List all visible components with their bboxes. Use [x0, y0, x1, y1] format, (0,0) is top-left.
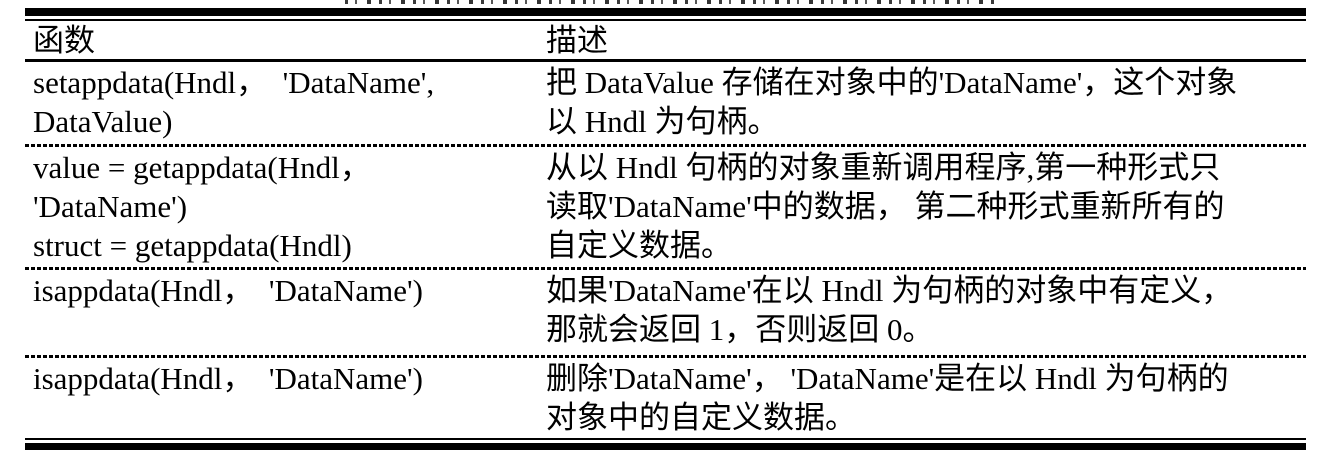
table-top-rule-thick [25, 8, 1306, 16]
table-row: isappdata(Hndl， 'DataName') 如果'DataName'… [25, 270, 1306, 355]
cell-function-rmappdata: isappdata(Hndl， 'DataName') [33, 361, 423, 396]
cell-function-isappdata: isappdata(Hndl， 'DataName') [33, 273, 423, 308]
table-top-rule-thin [25, 19, 1306, 21]
cell-description-getappdata: 从以 Hndl 句柄的对象重新调用程序,第一种形式只 读取'DataName'中… [546, 150, 1225, 263]
function-reference-table: 函数 描述 setappdata(Hndl， 'DataName', DataV… [25, 8, 1306, 450]
cell-function-getappdata: value = getappdata(Hndl， 'DataName') str… [33, 150, 371, 263]
cell-description-setappdata: 把 DataValue 存储在对象中的'DataName'，这个对象 以 Hnd… [546, 65, 1238, 139]
dashed-row-separator [25, 267, 1306, 270]
table-header-row: 函数 描述 [25, 21, 1306, 62]
table-row: value = getappdata(Hndl， 'DataName') str… [25, 147, 1306, 267]
dashed-row-separator [25, 355, 1306, 358]
column-header-function: 函数 [33, 23, 95, 58]
table-row: isappdata(Hndl， 'DataName') 删除'DataName'… [25, 358, 1306, 438]
cell-description-rmappdata: 删除'DataName'， 'DataName'是在以 Hndl 为句柄的 对象… [546, 361, 1229, 435]
table-row: setappdata(Hndl， 'DataName', DataValue) … [25, 62, 1306, 144]
cell-description-isappdata: 如果'DataName'在以 Hndl 为句柄的对象中有定义， 那就会返回 1，… [546, 273, 1233, 347]
cell-function-setappdata: setappdata(Hndl， 'DataName', DataValue) [33, 65, 435, 139]
dashed-row-separator [25, 144, 1306, 147]
clipped-caption-fragments [345, 0, 995, 4]
table-bottom-rule-thick [25, 443, 1306, 450]
table-bottom-rule-thin [25, 438, 1306, 440]
column-header-description: 描述 [546, 23, 608, 58]
